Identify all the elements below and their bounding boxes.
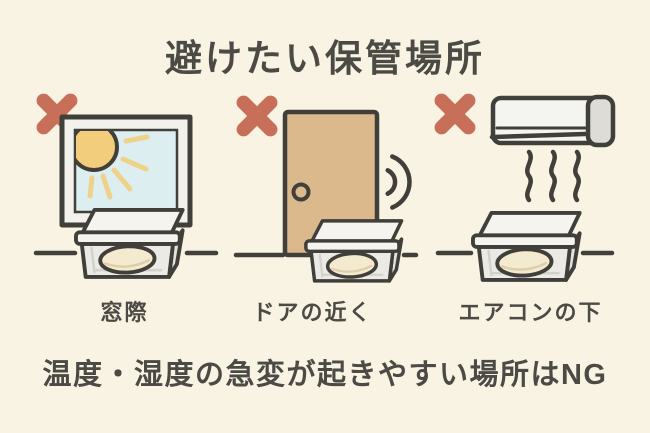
scene-label-aircon: エアコンの下 xyxy=(458,300,603,325)
airflow-icon xyxy=(525,149,581,203)
scene-label-window: 窓際 xyxy=(100,300,149,325)
aircon-end-cap xyxy=(585,94,616,148)
window-sun-icon xyxy=(59,114,193,228)
window-scene xyxy=(33,90,219,279)
aircon-scene xyxy=(431,90,616,282)
doorknob-icon xyxy=(291,182,311,202)
scene-illustrations xyxy=(33,90,616,283)
x-mark-icon xyxy=(431,90,479,138)
page-title: 避けたい保管場所 xyxy=(165,38,485,79)
sun-icon xyxy=(76,131,119,172)
bread-container-icon xyxy=(74,208,185,279)
door-scene xyxy=(233,92,419,283)
footer-note: 温度・湿度の急変が起きやすい場所はNG xyxy=(42,359,608,391)
draft-waves-icon xyxy=(385,154,412,210)
x-mark-icon xyxy=(233,92,281,140)
sun-rays-icon xyxy=(87,134,150,200)
air-conditioner-icon xyxy=(489,94,616,148)
bread-container-icon xyxy=(304,219,404,283)
bread-container-icon xyxy=(471,211,582,282)
scene-label-door: ドアの近く xyxy=(252,300,373,325)
